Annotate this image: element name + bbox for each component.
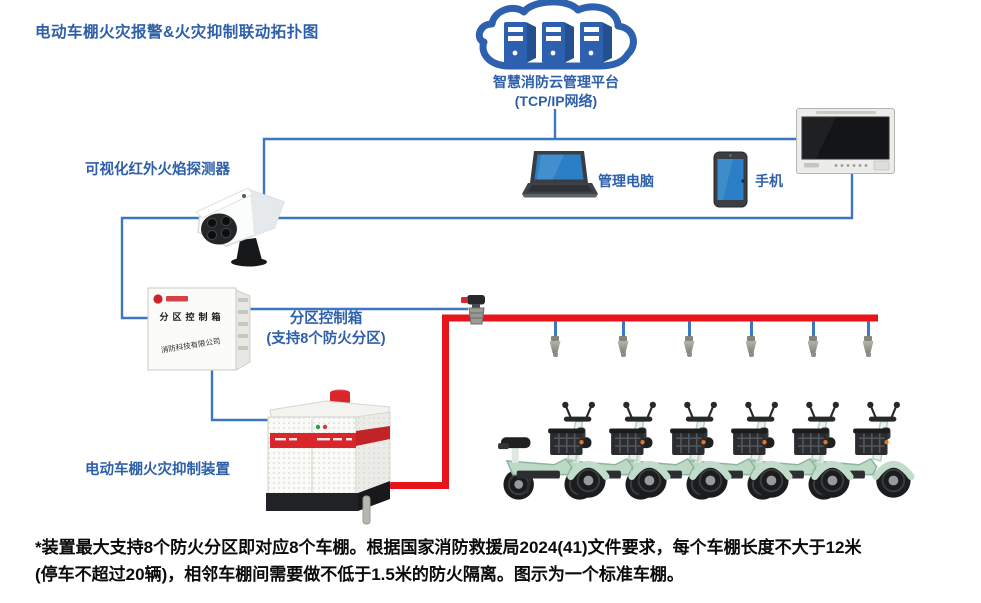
phone-icon — [713, 151, 748, 208]
control-box-label-line1: 分区控制箱 — [289, 311, 363, 327]
line-bus-top — [262, 137, 797, 196]
page-title: 电动车棚火灾报警&火灾抑制联动拓扑图 — [35, 24, 319, 41]
monitor-icon — [796, 108, 895, 174]
footnote-line1: *装置最大支持8个防火分区即对应8个车棚。根据国家消防救援局2024(41)文件… — [35, 538, 862, 557]
fire-suppression-unit-icon — [266, 389, 391, 525]
cloud-platform-label: 智慧消防云管理平台 (TCP/IP网络) — [453, 73, 659, 110]
flame-detector-label: 可视化红外火焰探测器 — [85, 162, 230, 178]
suppression-unit-label: 电动车棚火灾抑制装置 — [85, 462, 230, 478]
cloud-platform-name: 智慧消防云管理平台 — [493, 74, 619, 90]
status-light-green — [315, 424, 321, 430]
mobile-phone-label: 手机 — [755, 173, 783, 189]
control-box-label-line2: (支持8个防火分区) — [266, 330, 386, 347]
status-light-red — [322, 424, 328, 430]
suppression-pipe — [386, 314, 878, 489]
footnote-line2: (停车不超过20辆)，相邻车棚间需要做不低于1.5米的防火隔离。图示为一个标准车… — [35, 565, 684, 584]
control-box-label: 分区控制箱 (支持8个防火分区) — [250, 310, 402, 349]
cloud-platform-icon — [475, 0, 637, 70]
flame-detector-camera-icon — [195, 187, 285, 267]
spray-valve-icon — [461, 295, 485, 325]
ebike-icon — [497, 398, 615, 508]
sprinkler-nozzle — [862, 321, 874, 357]
line-box-to-suppressor — [210, 370, 270, 422]
sprinkler-nozzle — [683, 321, 695, 357]
sprinkler-nozzle — [617, 321, 629, 357]
laptop-icon — [522, 151, 598, 198]
management-pc-label: 管理电脑 — [598, 173, 654, 189]
panel-title-text: 分区控制箱 — [159, 311, 224, 322]
zone-control-box-icon: 分区控制箱 消防科技有限公司 — [147, 287, 251, 371]
brand-logo-mark — [153, 294, 163, 304]
ebike — [497, 398, 615, 508]
line-bus-bottom — [120, 172, 854, 320]
sprinkler-nozzle — [549, 321, 561, 357]
sprinkler-nozzle — [745, 321, 757, 357]
server-icons — [504, 22, 612, 63]
cloud-network-type: (TCP/IP网络) — [514, 92, 598, 109]
sprinkler-nozzle — [807, 321, 819, 357]
